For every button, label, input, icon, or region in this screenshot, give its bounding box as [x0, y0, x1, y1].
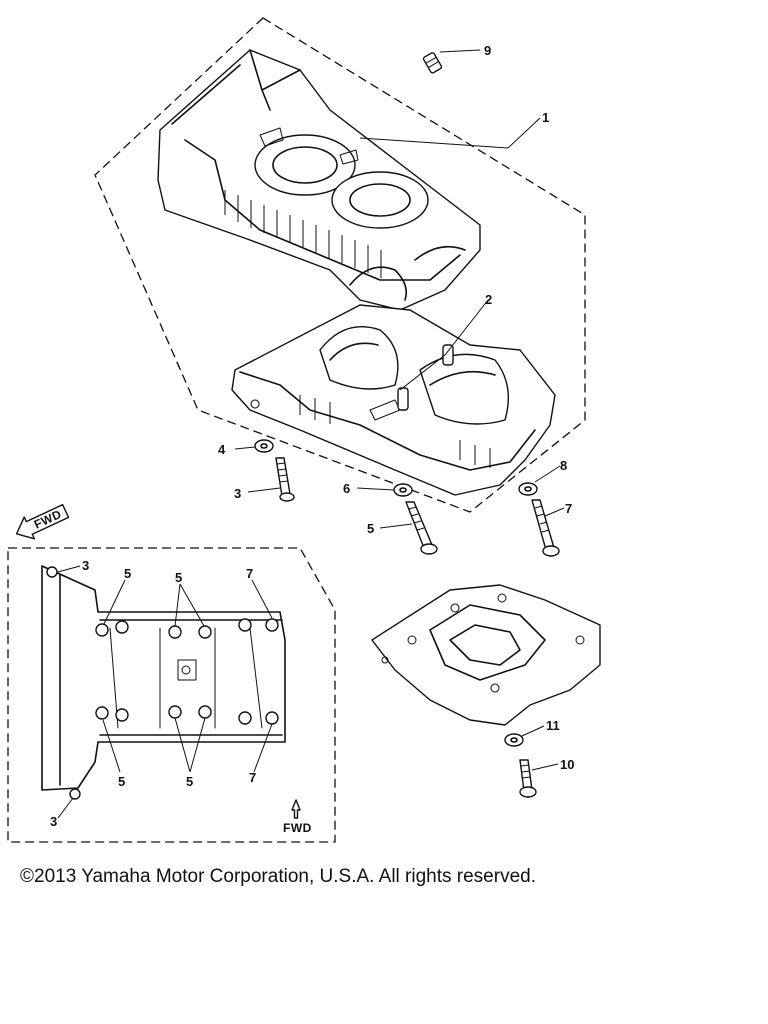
- inset-callout-7-top: 7: [246, 566, 253, 581]
- plug-bolt: [422, 52, 443, 74]
- callout-4: 4: [218, 442, 226, 457]
- crankcase-exploded-diagram: FWD FWD: [7, 17, 601, 843]
- lower-crankcase: [231, 304, 556, 496]
- engine-mount-bracket: [371, 584, 601, 726]
- callout-7: 7: [565, 501, 572, 516]
- fwd-label-main: FWD: [32, 507, 64, 532]
- washer-6: [393, 483, 413, 497]
- copyright-notice: ©2013 Yamaha Motor Corporation, U.S.A. A…: [20, 866, 536, 887]
- bolt-5: [405, 501, 438, 555]
- inset-callout-5-top-mid: 5: [175, 570, 182, 585]
- fwd-arrow-inset: FWD: [283, 799, 312, 835]
- leader-lines: [57, 49, 565, 819]
- callout-10: 10: [560, 757, 574, 772]
- inset-callout-5-top-left: 5: [124, 566, 131, 581]
- callout-6: 6: [343, 481, 350, 496]
- fwd-arrow-main: FWD: [15, 503, 70, 540]
- callout-8: 8: [560, 458, 567, 473]
- callout-11: 11: [546, 718, 560, 733]
- inset-callout-7-bottom: 7: [249, 770, 256, 785]
- upper-crankcase: [157, 49, 481, 311]
- callout-3: 3: [234, 486, 241, 501]
- inset-callout-3-top: 3: [82, 558, 89, 573]
- bolt-10: [519, 759, 537, 798]
- callout-5: 5: [367, 521, 374, 536]
- assembly-boundary: [94, 17, 586, 513]
- washer-8: [518, 482, 538, 496]
- callout-labels: 9 1 2 4 3 6 5 8 7 11 10 3 5 5 7 5 5 7 3: [50, 43, 574, 829]
- nut-11: [504, 733, 524, 747]
- bolt-7: [531, 499, 560, 557]
- inset-bottom-view: [7, 547, 336, 843]
- inset-callout-5-bottom-mid: 5: [186, 774, 193, 789]
- callout-2: 2: [485, 292, 492, 307]
- dowel-pins: [397, 344, 454, 411]
- inset-callout-3-bottom: 3: [50, 814, 57, 829]
- washer-4: [254, 439, 274, 453]
- callout-9: 9: [484, 43, 491, 58]
- inset-callout-5-bottom-left: 5: [118, 774, 125, 789]
- bolt-3: [275, 457, 295, 502]
- callout-1: 1: [542, 110, 549, 125]
- fwd-label-inset: FWD: [283, 821, 312, 835]
